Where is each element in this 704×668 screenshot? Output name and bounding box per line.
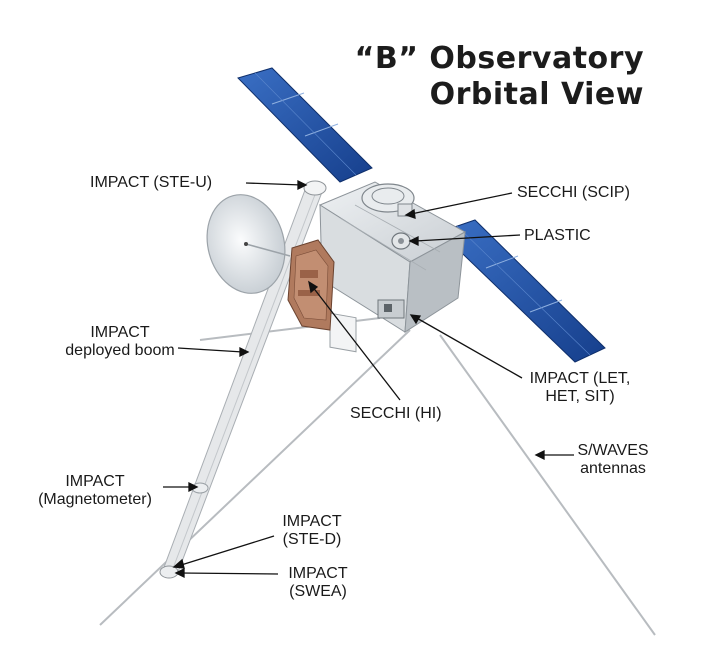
label-impact-let-line-1: IMPACT (LET, <box>529 370 631 387</box>
label-impact-swea-line-2: (SWEA) <box>289 583 347 600</box>
arrow-impact-boom <box>177 346 250 358</box>
impact-swea-sensor <box>159 565 179 579</box>
arrow-plastic <box>408 234 521 247</box>
label-impact-ste-d-line-2: (STE-D) <box>282 531 342 548</box>
label-impact-swea-line-1: IMPACT <box>288 565 348 582</box>
label-impact-let-line-2: HET, SIT) <box>545 388 615 405</box>
title-line-1: “B” Observatory <box>354 41 644 76</box>
label-impact-boom-line-1: IMPACT <box>90 324 150 341</box>
arrow-impact-swea <box>174 567 279 579</box>
label-impact-boom-line-2: deployed boom <box>65 342 175 359</box>
impact-ste-u-sensor <box>303 180 327 196</box>
solar-array-left <box>237 67 373 183</box>
secchi-scip-instrument <box>361 183 415 217</box>
label-secchi-scip: SECCHI (SCIP) <box>517 184 630 201</box>
label-swaves-line-1: S/WAVES <box>577 442 649 459</box>
label-plastic: PLASTIC <box>524 227 591 244</box>
label-impact-ste-d-line-1: IMPACT <box>282 513 342 530</box>
label-impact-ste-u: IMPACT (STE-U) <box>90 174 213 191</box>
leader-lines <box>163 179 574 579</box>
title-line-2: Orbital View <box>429 77 644 112</box>
arrow-impact-let <box>409 314 523 379</box>
impact-let-het-sit-instrument <box>377 299 405 319</box>
arrow-impact-ste-d <box>172 535 275 569</box>
plastic-instrument <box>391 232 411 250</box>
label-swaves-line-2: antennas <box>580 460 646 477</box>
arrow-secchi-scip <box>404 192 513 219</box>
label-impact-magnetometer-line-1: IMPACT <box>65 473 125 490</box>
arrow-swaves <box>534 449 574 461</box>
label-impact-magnetometer-line-2: (Magnetometer) <box>38 491 152 508</box>
arrow-secchi-hi <box>308 280 401 401</box>
solar-array-right <box>439 219 606 363</box>
high-gain-antenna <box>206 194 291 294</box>
label-secchi-hi: SECCHI (HI) <box>350 405 442 422</box>
arrow-impact-magnetometer <box>163 481 199 493</box>
arrow-impact-ste-u <box>245 179 308 191</box>
